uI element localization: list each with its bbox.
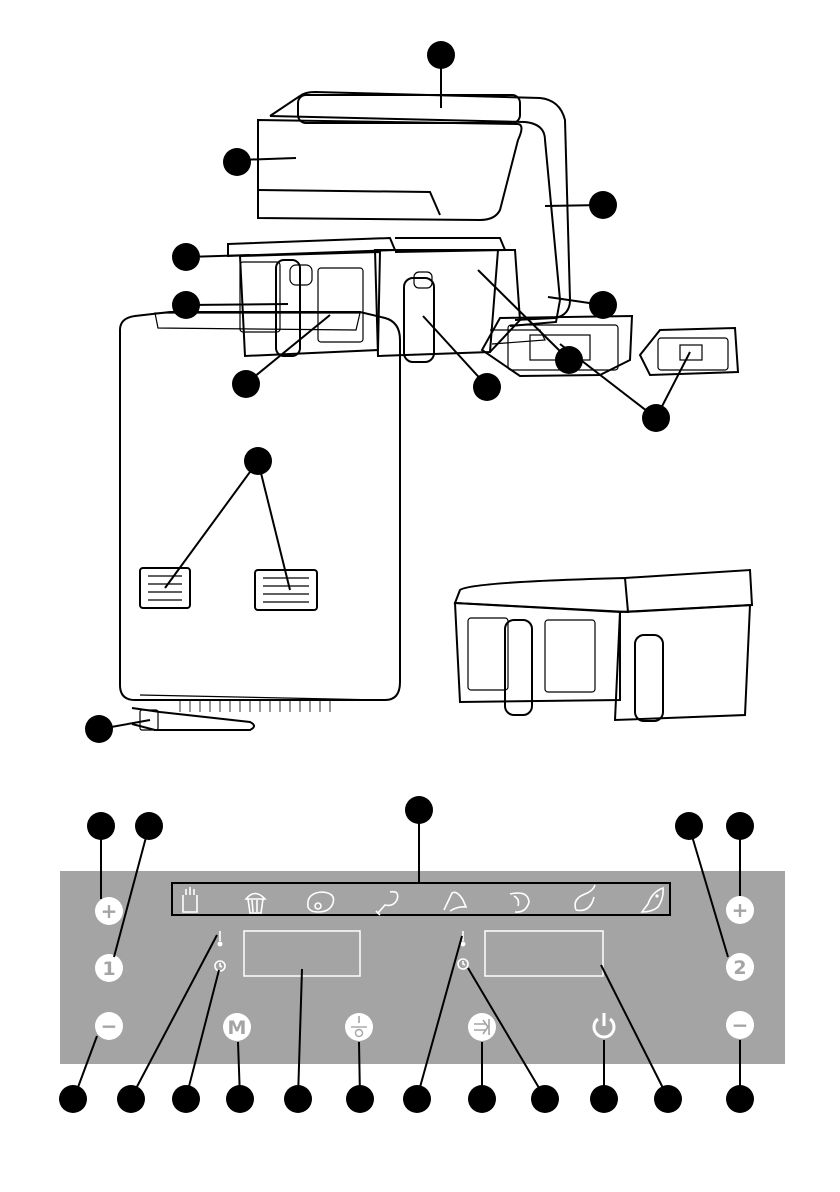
callout-marker <box>172 291 200 319</box>
zone2-plus-label: + <box>732 898 749 922</box>
zone2-plus-button[interactable]: + <box>726 896 754 924</box>
zone1-select-label: 1 <box>102 958 115 980</box>
zone2-minus-label: − <box>732 1013 749 1037</box>
sync-button[interactable] <box>468 1013 496 1041</box>
callout-marker <box>59 1085 87 1113</box>
callout-marker <box>468 1085 496 1113</box>
front-view-illustration <box>228 92 570 362</box>
callout-marker <box>589 291 617 319</box>
temperature-time-button[interactable] <box>345 1013 373 1041</box>
zone1-plus-button[interactable]: + <box>95 897 123 925</box>
zone1-plus-label: + <box>101 899 118 923</box>
callout-marker <box>232 370 260 398</box>
callout-marker <box>531 1085 559 1113</box>
zone1-minus-label: − <box>101 1014 118 1038</box>
callout-marker <box>473 373 501 401</box>
callout-marker <box>284 1085 312 1113</box>
rear-view-illustration <box>120 312 400 730</box>
callout-marker <box>654 1085 682 1113</box>
zone1-minus-button[interactable]: − <box>95 1012 123 1040</box>
callout-marker <box>589 191 617 219</box>
callout-marker <box>590 1085 618 1113</box>
callout-marker <box>172 243 200 271</box>
callout-marker <box>87 812 115 840</box>
control-panel <box>60 871 785 1064</box>
callout-marker <box>427 41 455 69</box>
callout-marker <box>117 1085 145 1113</box>
zone2-select-button[interactable]: 2 <box>726 953 754 981</box>
zone1-select-button[interactable]: 1 <box>95 954 123 982</box>
callout-marker <box>403 1085 431 1113</box>
callout-marker <box>226 1085 254 1113</box>
callout-marker <box>85 715 113 743</box>
zone2-minus-button[interactable]: − <box>726 1011 754 1039</box>
zone2-select-label: 2 <box>733 957 746 979</box>
callout-marker <box>642 404 670 432</box>
callout-marker <box>726 1085 754 1113</box>
callout-marker <box>135 812 163 840</box>
menu-button[interactable]: M <box>223 1013 251 1041</box>
menu-button-label: M <box>228 1017 247 1039</box>
callout-marker <box>346 1085 374 1113</box>
rear-view-callouts <box>85 447 290 743</box>
callout-marker <box>244 447 272 475</box>
callout-marker <box>675 812 703 840</box>
callout-marker <box>726 812 754 840</box>
callout-marker <box>223 148 251 176</box>
callout-marker <box>405 796 433 824</box>
callout-marker <box>172 1085 200 1113</box>
